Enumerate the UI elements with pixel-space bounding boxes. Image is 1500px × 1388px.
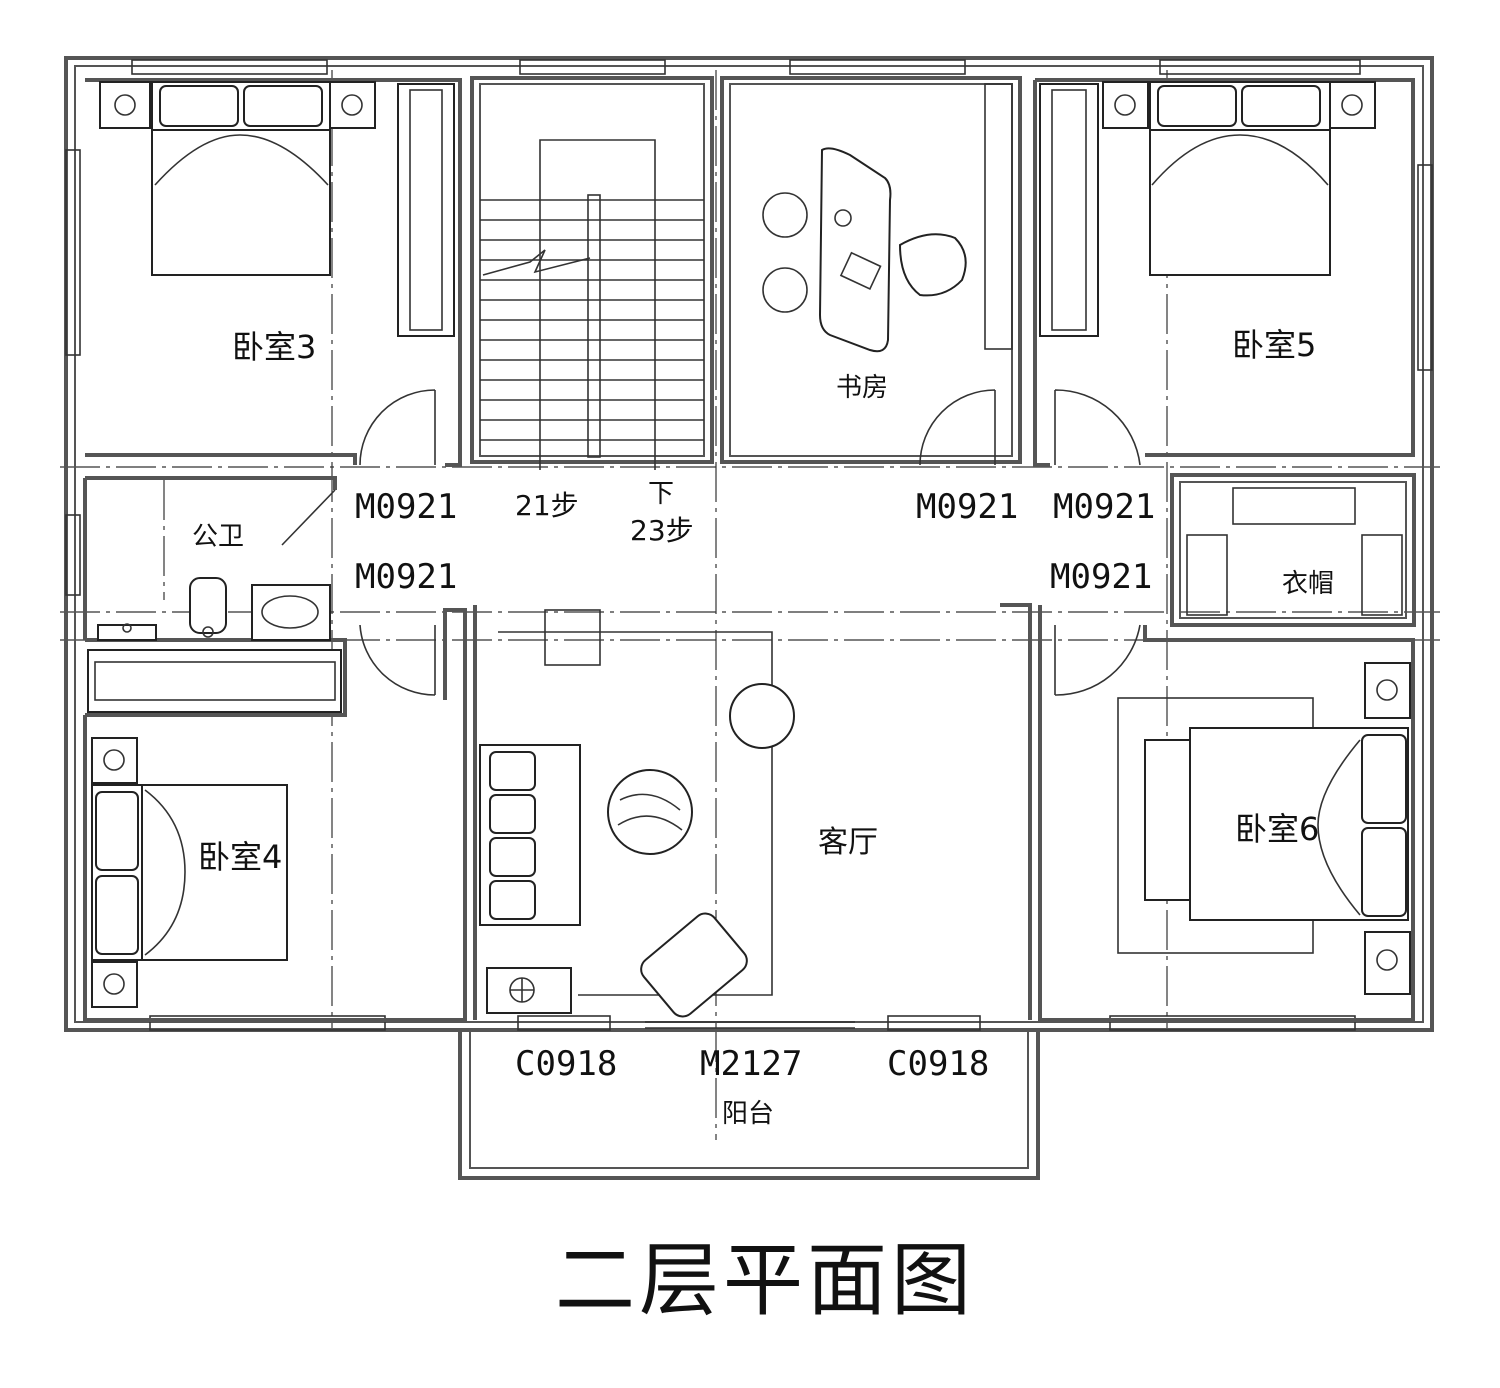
staircase[interactable] (480, 139, 704, 470)
window-code-right: C0918 (887, 1044, 989, 1084)
room-label-bedroom6: 卧室6 (1235, 810, 1319, 848)
room-label-bedroom4: 卧室4 (198, 838, 282, 876)
room-label-balcony: 阳台 (722, 1099, 774, 1129)
door-code-balcony: M2127 (700, 1044, 802, 1084)
armchair-icon (640, 912, 748, 1018)
room-label-bedroom5: 卧室5 (1232, 326, 1316, 364)
stair-down-label: 下 (648, 479, 674, 509)
stair-down-steps: 23步 (630, 514, 694, 547)
door-code-study: M0921 (916, 487, 1018, 527)
door-code-bedroom6: M0921 (1050, 557, 1152, 597)
wardrobe-bedroom4 (87, 649, 342, 713)
room-label-living: 客厅 (818, 825, 878, 860)
wardrobe-bedroom5 (1039, 83, 1099, 337)
side-table-icon (729, 683, 795, 749)
sink-icon (251, 584, 331, 641)
door-code-bedroom4: M0921 (355, 557, 457, 597)
door-code-bath: M0921 (355, 487, 457, 527)
shower-icon (97, 623, 157, 641)
toilet-icon (189, 577, 227, 638)
bath-door-leader (281, 489, 336, 546)
cabinet-icon (486, 967, 572, 1014)
bed-bedroom4 (91, 737, 288, 1008)
bed-bedroom5 (1102, 81, 1376, 276)
bed-bedroom6 (1117, 662, 1411, 995)
room-label-cloakroom: 衣帽 (1282, 569, 1334, 599)
plan-title: 二层平面图 (555, 1234, 975, 1327)
door-code-bedroom5: M0921 (1053, 487, 1155, 527)
bed-bedroom3 (151, 81, 331, 276)
cloakroom-racks (1186, 487, 1403, 616)
stair-up-steps: 21步 (515, 489, 579, 522)
sofa-icon (479, 744, 581, 926)
room-label-bedroom3: 卧室3 (232, 328, 316, 366)
wardrobe-bedroom3 (397, 83, 455, 337)
interior-walls (83, 76, 1416, 1022)
room-label-study: 书房 (836, 373, 888, 403)
study-desk (762, 83, 1013, 353)
nightstand-lamp-icon (99, 81, 376, 129)
coffee-table-icon (607, 769, 693, 855)
door-swings (359, 389, 1141, 1029)
window-code-left: C0918 (515, 1044, 617, 1084)
room-label-public-bath: 公卫 (192, 522, 244, 552)
